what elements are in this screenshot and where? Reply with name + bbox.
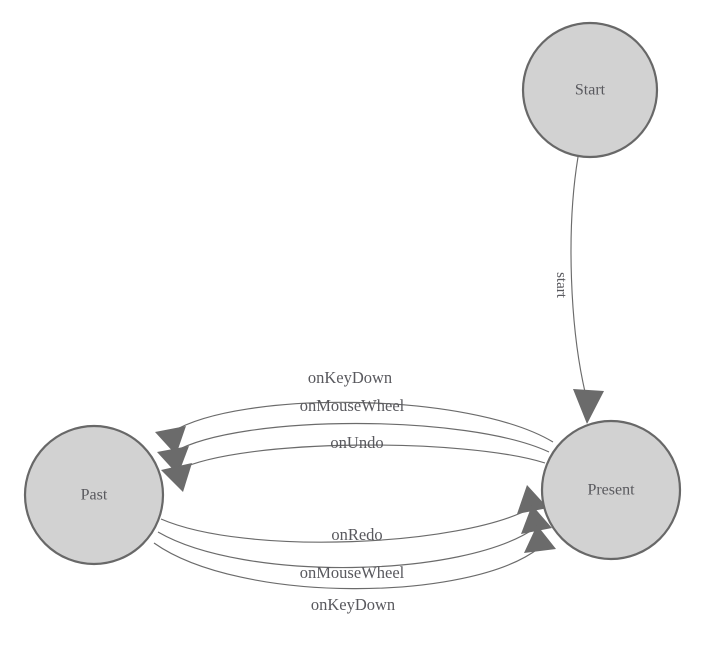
edge-label-past-present-onmousewheel: onMouseWheel (300, 563, 405, 582)
node-past[interactable]: Past (23, 424, 165, 566)
edge-present-to-past-onkeydown-path (171, 401, 554, 443)
edge-present-to-past-onundo-arrowhead (161, 463, 192, 492)
edge-label-present-past-onmousewheel: onMouseWheel (300, 396, 405, 415)
edge-start-to-present-path (570, 156, 587, 397)
edge-past-to-present-onmousewheel-path (157, 527, 536, 569)
edge-present-to-past-onmousewheel[interactable]: onMouseWheel (157, 396, 550, 475)
edge-present-to-past-onkeydown-arrowhead (155, 426, 186, 455)
node-present-label: Present (587, 482, 635, 499)
edge-past-to-present-onmousewheel[interactable]: onMouseWheel (157, 505, 552, 582)
node-past-label: Past (81, 487, 108, 504)
edge-past-to-present-onkeydown-path (153, 542, 540, 590)
edge-label-present-past-onkeydown: onKeyDown (308, 368, 392, 387)
edge-label-present-past-onundo: onUndo (330, 433, 383, 452)
edge-label-past-present-onkeydown: onKeyDown (311, 595, 395, 614)
edge-label-past-present-onredo: onRedo (331, 525, 382, 544)
edge-past-to-present-onredo-path (160, 507, 532, 543)
node-start[interactable]: Start (521, 21, 659, 159)
node-start-circle (521, 21, 659, 159)
node-present[interactable]: Present (540, 419, 682, 561)
edge-present-to-past-onundo-path (177, 444, 546, 471)
edge-past-to-present-onredo[interactable]: onRedo (160, 485, 548, 544)
edge-present-to-past-onmousewheel-path (173, 422, 550, 453)
edge-past-to-present-onredo-arrowhead (517, 485, 548, 514)
edge-past-to-present-onmousewheel-arrowhead (521, 505, 552, 534)
node-start-label: Start (575, 82, 606, 99)
edge-past-to-present-onkeydown-arrowhead (524, 525, 556, 553)
node-present-circle (540, 419, 682, 561)
edge-label-start: start (553, 272, 569, 299)
edge-start-to-present-arrowhead (573, 389, 604, 424)
edge-present-to-past-onundo[interactable]: onUndo (161, 433, 546, 492)
edge-past-to-present-onkeydown[interactable]: onKeyDown (153, 525, 556, 614)
edge-start-to-present[interactable]: start (553, 156, 604, 424)
edge-present-to-past-onkeydown[interactable]: onKeyDown (155, 368, 554, 455)
edge-present-to-past-onmousewheel-arrowhead (157, 446, 189, 475)
node-past-circle (23, 424, 165, 566)
